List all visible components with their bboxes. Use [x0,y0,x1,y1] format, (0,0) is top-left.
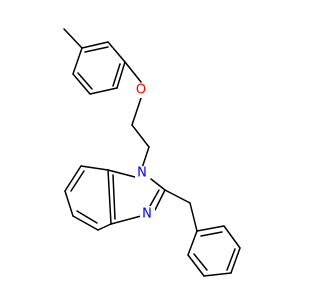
bond-aryl-3-double [112,63,121,87]
molecule-diagram: O N N [63,28,241,277]
nitrogen-1-label-bg [135,166,150,181]
bond-benzo-1 [80,165,109,171]
bond-ch2-phenyl [189,202,198,232]
oxygen-label-bg [134,83,149,98]
bond-phenyl-1-double [200,231,223,237]
structure-canvas: O N N [63,28,241,277]
bond-benzo-4 [72,215,99,231]
bond-c7a-c3a-inner [112,174,116,220]
bond-benzo-2-double [70,170,85,192]
nitrogen-3-label-bg [140,206,155,221]
bond-phenyl-6 [187,230,198,256]
bond-benzo-4-double [76,210,98,224]
nitrogen-3-atom-label: N [142,207,152,222]
bond-ch2-n1 [141,146,150,169]
bond-aryl-5 [72,73,91,95]
bond-aryl-4 [89,87,118,95]
bond-c2-ch2 [164,189,191,204]
bond-aryl-5-double [77,72,93,90]
bond-n3-c2 [154,189,166,211]
nitrogen-1-atom-label: N [137,166,147,181]
bond-c2-n1 [150,178,166,191]
bond-benzo-3 [64,190,74,217]
bond-c7a-c3a [107,169,112,225]
bond-benzo-2 [64,165,82,192]
bond-aryl-o [124,61,142,83]
bond-group [63,28,241,277]
bond-methyl [63,28,83,49]
bond-ch2-ch2 [131,124,150,148]
bond-o-ch2 [131,97,142,126]
bond-phenyl-5-double [193,253,208,271]
bond-phenyl-3 [230,247,241,274]
bond-n1-c7a [107,169,136,178]
bond-n3-c2-double [149,189,160,207]
bond-c3a-n3 [110,215,142,225]
bond-aryl-1-double [84,46,109,53]
atom-labels: O N N [134,83,155,222]
bond-aryl-1 [81,41,109,49]
bond-phenyl-3-double [226,248,236,271]
bond-phenyl-1 [196,225,225,232]
bond-benzo-5 [97,223,112,231]
bond-phenyl-5 [187,254,205,277]
bond-phenyl-4 [203,272,232,277]
bond-aryl-6 [72,47,83,75]
oxygen-atom-label: O [136,83,146,98]
bond-aryl-3 [116,61,126,89]
bond-phenyl-2 [223,225,241,249]
bond-aryl-2 [107,41,126,63]
